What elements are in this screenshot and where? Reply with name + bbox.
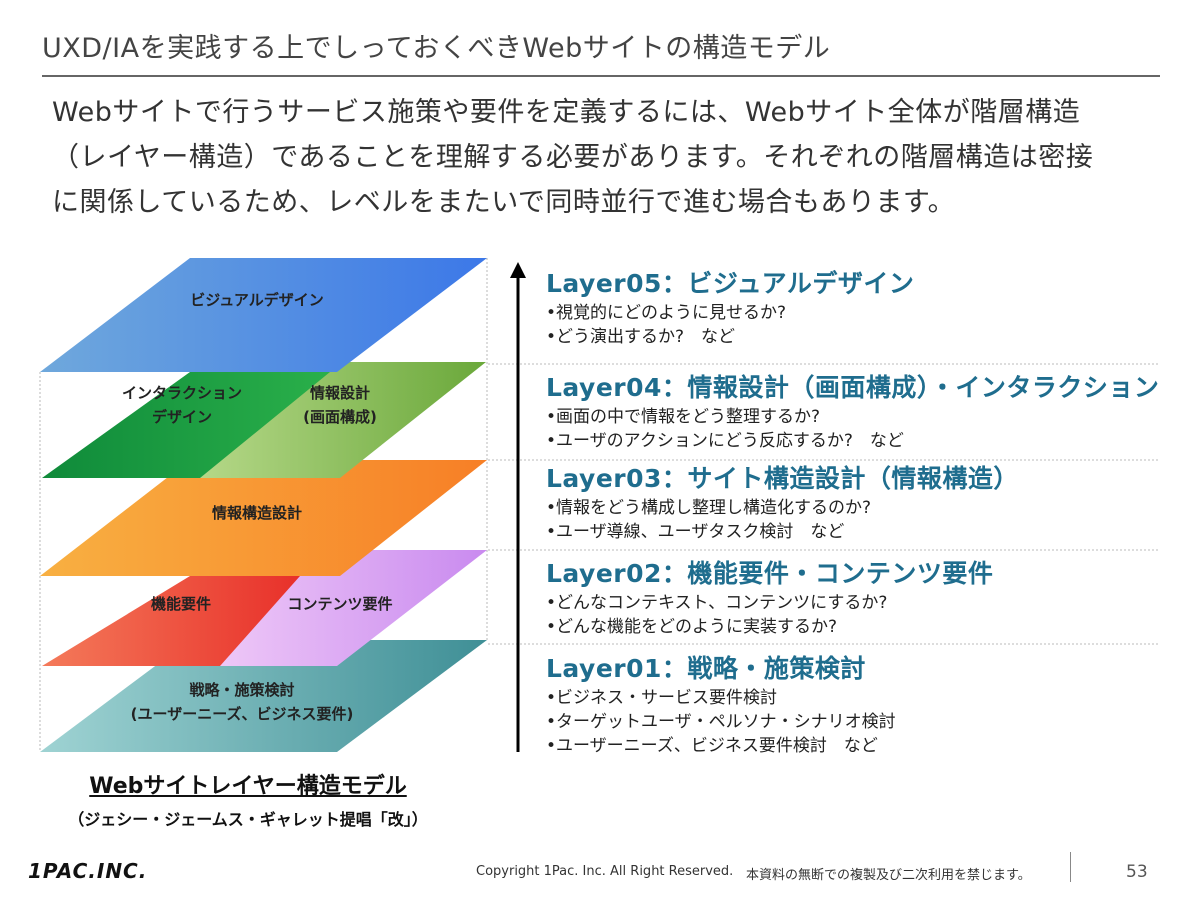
layer-bullet: •情報をどう構成し整理し構造化するのか? [546, 498, 872, 518]
layer-bullet: •ユーザのアクションにどう反応するか? など [546, 431, 904, 451]
intro-line: （レイヤー構造）であることを理解する必要があります。それぞれの階層構造は密接 [52, 142, 1094, 173]
plane-label-interaction-1: インタラクション [121, 384, 243, 402]
intro-line: に関係しているため、レベルをまたいで同時並行で進む場合もあります。 [52, 187, 956, 218]
page-number: 53 [1126, 862, 1148, 882]
layer-bullet: •どう演出するか? など [546, 327, 736, 347]
model-title: Webサイトレイヤー構造モデル [89, 774, 407, 799]
plane-label-strategy-2: (ユーザーニーズ、ビジネス要件) [130, 705, 354, 723]
layer-heading: Layer04：情報設計（画面構成）・インタラクション [546, 373, 1160, 402]
layer-bullet: •ビジネス・サービス要件検討 [546, 688, 778, 708]
arrow-up-icon [510, 262, 526, 278]
plane-visual-design [40, 258, 487, 372]
plane-strategy [40, 640, 487, 752]
slide-title: UXD/IAを実践する上でしっておくべきWebサイトの構造モデル [42, 33, 831, 64]
layer-heading: Layer02：機能要件・コンテンツ要件 [546, 559, 994, 588]
plane-info-architecture [40, 460, 487, 576]
footer-divider [1070, 852, 1071, 882]
intro-paragraph: Webサイトで行うサービス施策や要件を定義するには、Webサイト全体が階層構造 … [52, 90, 1162, 225]
layer-bullet: •どんなコンテキスト、コンテンツにするか? [546, 593, 888, 613]
plane-label-info-design-1: 情報設計 [309, 384, 371, 402]
model-subtitle: （ジェシー・ジェームス・ギャレット提唱「改」） [68, 810, 428, 829]
usage-notice: 本資料の無断での複製及び二次利用を禁じます。 [746, 868, 1031, 883]
plane-content [190, 550, 487, 666]
plane-function [42, 576, 300, 666]
layer-bullet: •視覚的にどのように見せるか? [546, 303, 787, 323]
plane-label-info-architecture: 情報構造設計 [211, 504, 303, 522]
plane-label-info-design-2: (画面構成) [303, 408, 377, 426]
layer-bullet: •ターゲットユーザ・ペルソナ・シナリオ検討 [546, 712, 896, 732]
plane-label-interaction-2: デザイン [151, 408, 213, 426]
layer03-description: Layer03：サイト構造設計（情報構造） •情報をどう構成し整理し構造化するの… [546, 462, 1019, 544]
layer-heading: Layer01：戦略・施策検討 [546, 654, 866, 683]
plane-label-strategy-1: 戦略・施策検討 [189, 681, 295, 699]
layer01-description: Layer01：戦略・施策検討 •ビジネス・サービス要件検討 •ターゲットユーザ… [546, 652, 896, 758]
layer05-description: Layer05：ビジュアルデザイン •視覚的にどのように見せるか? •どう演出す… [546, 267, 914, 349]
plane-info-design [192, 362, 486, 478]
layer-bullet: •ユーザーニーズ、ビジネス要件検討 など [546, 736, 878, 756]
plane-interaction [42, 372, 330, 478]
copyright-text: Copyright 1Pac. Inc. All Right Reserved. [476, 864, 734, 879]
layer-heading: Layer05：ビジュアルデザイン [546, 269, 915, 298]
plane-label-visual: ビジュアルデザイン [190, 291, 324, 309]
company-logo: 1PAC.INC. [28, 859, 148, 883]
layer-bullet: •画面の中で情報をどう整理するか? [546, 407, 821, 427]
layer04-description: Layer04：情報設計（画面構成）・インタラクション •画面の中で情報をどう整… [546, 371, 1159, 453]
title-divider [42, 75, 1160, 77]
layer-bullet: •どんな機能をどのように実装するか? [546, 617, 838, 637]
layer-bullet: •ユーザ導線、ユーザタスク検討 など [546, 522, 845, 542]
intro-line: Webサイトで行うサービス施策や要件を定義するには、Webサイト全体が階層構造 [52, 97, 1081, 128]
layer-heading: Layer03：サイト構造設計（情報構造） [546, 464, 1019, 493]
layer02-description: Layer02：機能要件・コンテンツ要件 •どんなコンテキスト、コンテンツにする… [546, 557, 993, 639]
plane-label-function: 機能要件 [150, 595, 212, 613]
plane-label-content: コンテンツ要件 [287, 595, 393, 613]
